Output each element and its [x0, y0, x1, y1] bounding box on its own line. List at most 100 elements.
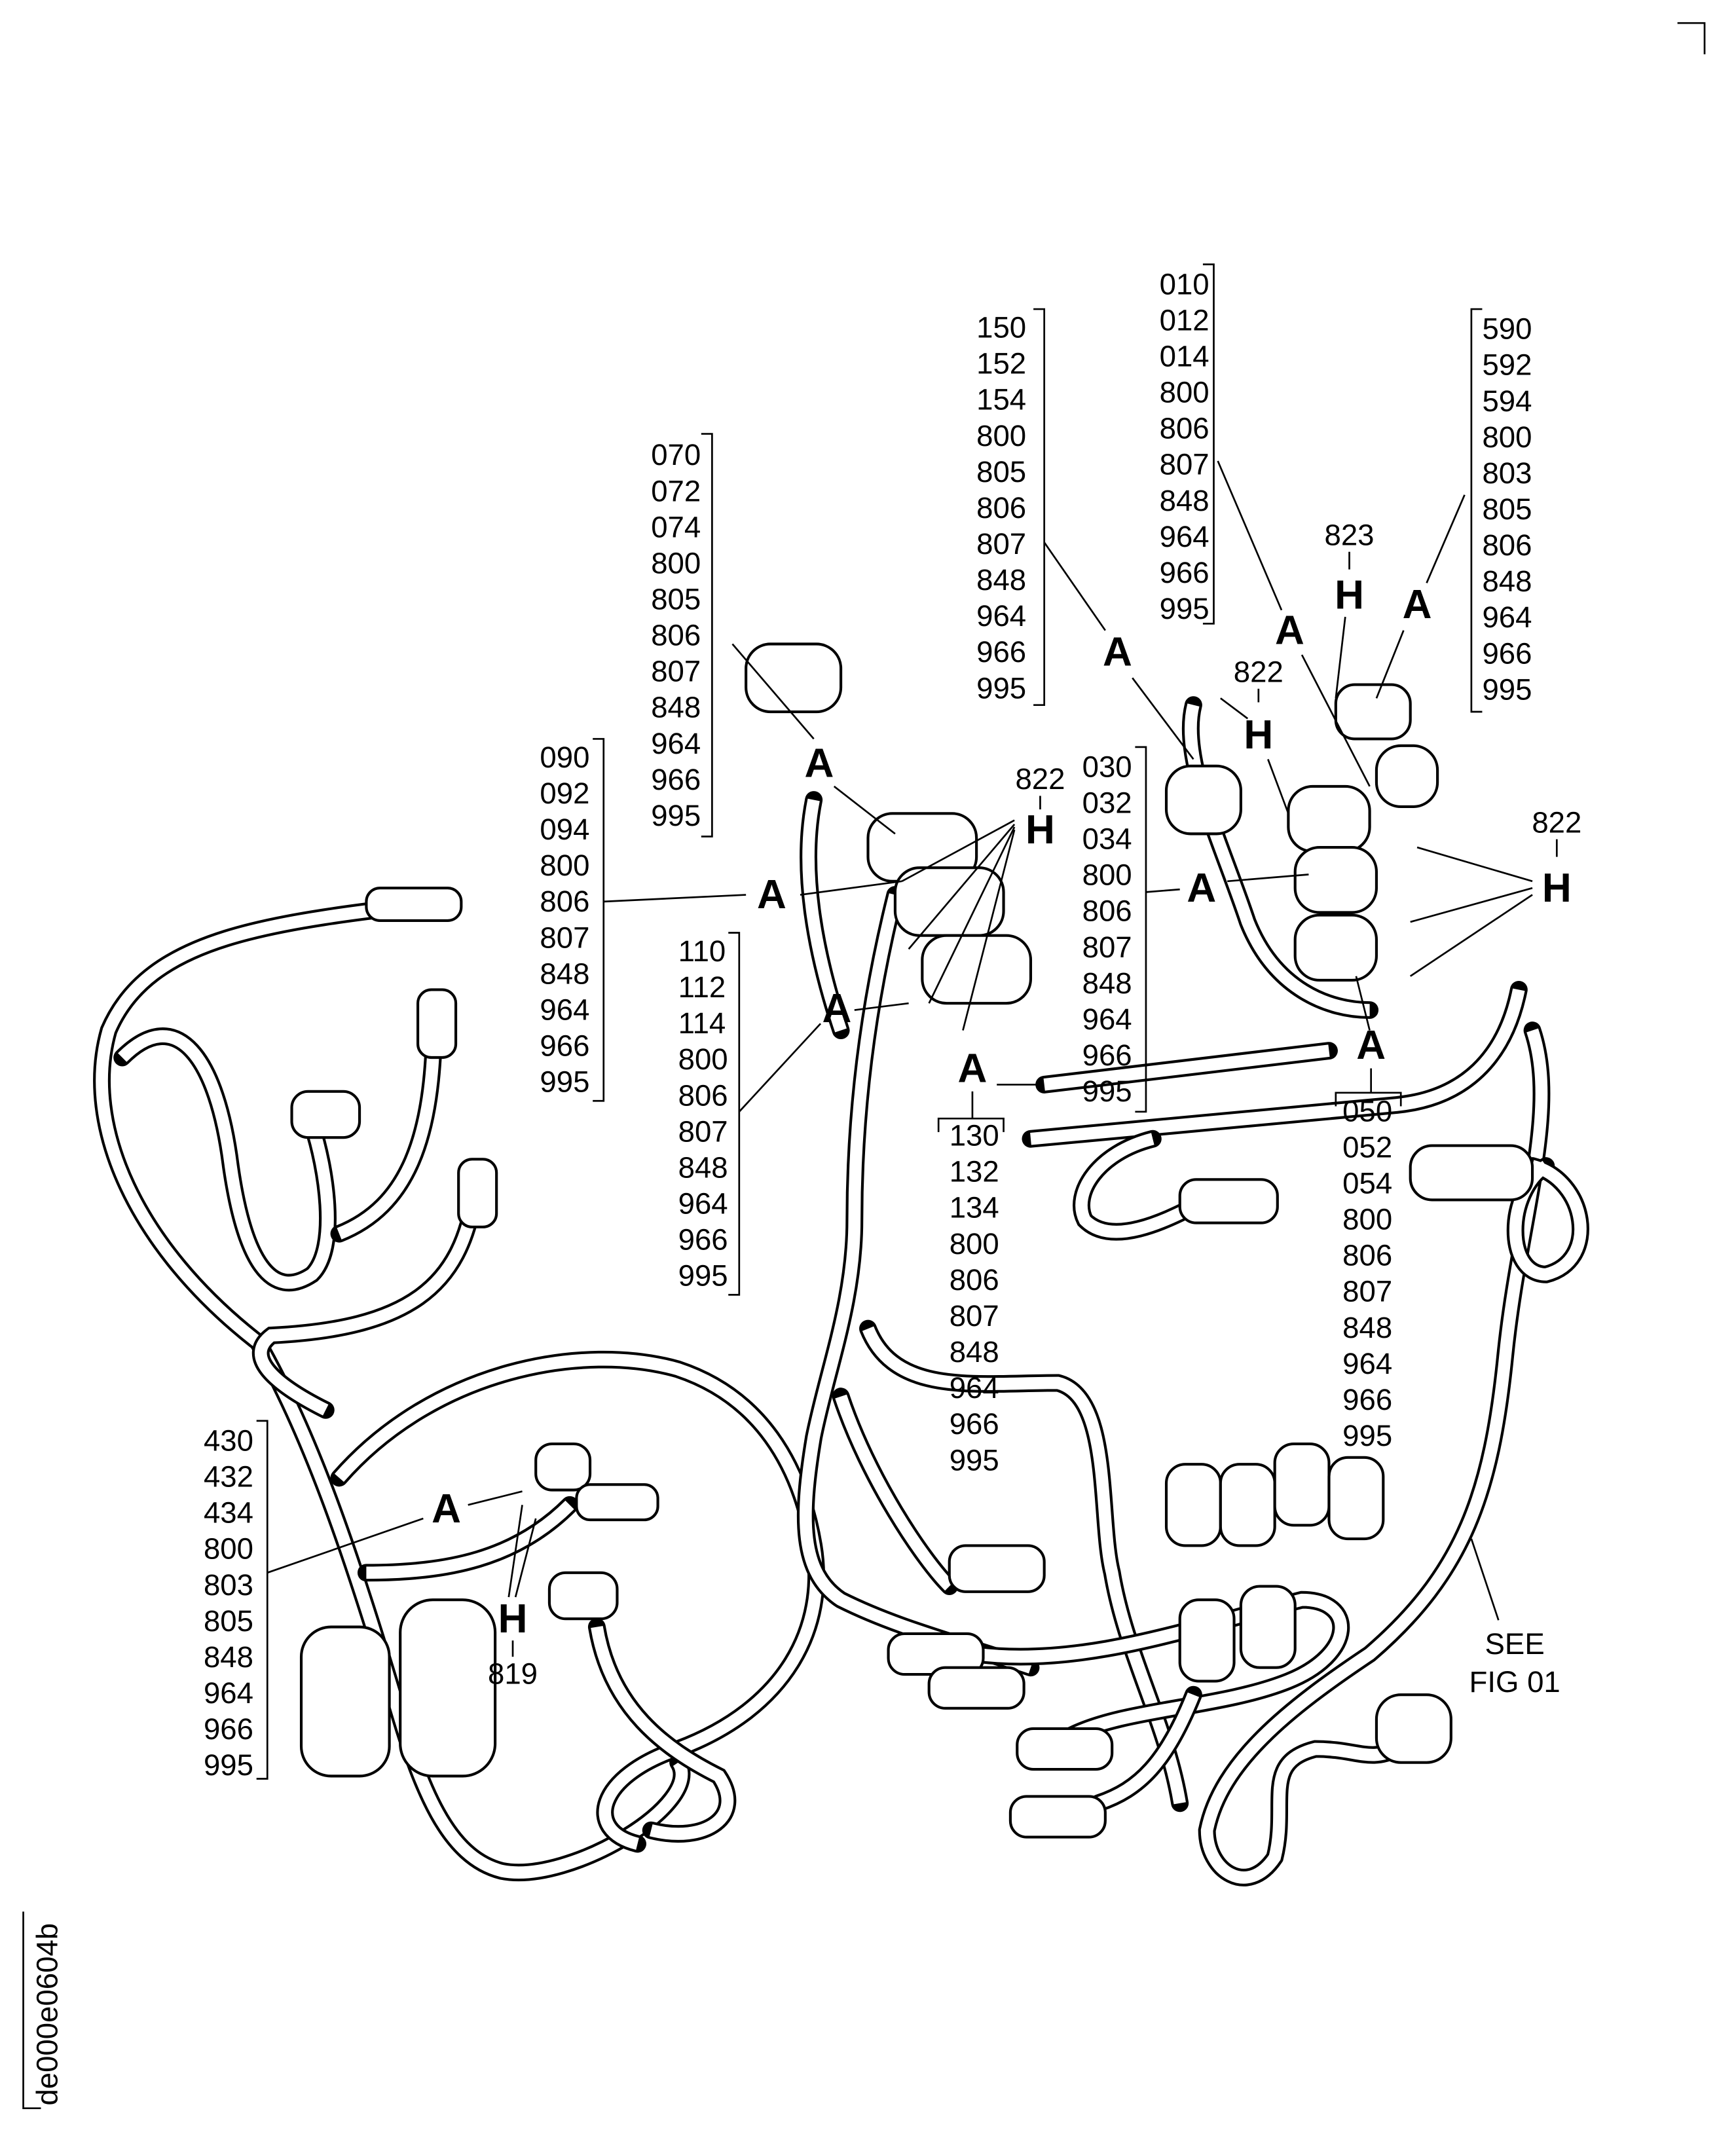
- part-number: 966: [1482, 636, 1532, 670]
- bracket: [1033, 308, 1046, 707]
- part-number: 995: [1082, 1075, 1132, 1108]
- h-ref-number: 822: [1532, 805, 1581, 839]
- part-number: 806: [950, 1263, 999, 1297]
- part-number: 806: [678, 1078, 728, 1112]
- leader-line: [1426, 494, 1466, 583]
- part-number: 114: [678, 1006, 726, 1040]
- part-number: 800: [1082, 858, 1132, 892]
- part-number: 800: [651, 546, 701, 579]
- part-number: 995: [204, 1748, 253, 1782]
- h-letter: H: [1335, 573, 1364, 618]
- callout-letter: A: [1275, 608, 1304, 653]
- leader-line: [854, 1002, 909, 1011]
- bracket: [256, 1420, 268, 1780]
- callout-letter: A: [1403, 582, 1432, 627]
- leader-line: [468, 1490, 523, 1506]
- callout-labels: 070072074800805806807848964966995A150152…: [204, 263, 1581, 1782]
- part-number: 966: [540, 1029, 589, 1063]
- h-letter: H: [1542, 866, 1572, 911]
- h-letter: H: [1244, 712, 1273, 758]
- figure-code: de000e0604b: [22, 1911, 64, 2110]
- callout-letter: A: [958, 1046, 988, 1091]
- part-number: 807: [950, 1299, 999, 1333]
- part-number: 070: [651, 438, 701, 471]
- part-number: 966: [678, 1223, 728, 1257]
- part-number: 848: [950, 1335, 999, 1369]
- part-number: 052: [1342, 1130, 1392, 1164]
- part-number: 590: [1482, 312, 1532, 346]
- part-number: 848: [1082, 966, 1132, 1000]
- part-number: 806: [651, 619, 701, 652]
- part-number: 964: [540, 993, 589, 1026]
- leader-line: [1267, 759, 1289, 814]
- leader-line: [1132, 677, 1194, 760]
- part-number: 800: [950, 1227, 999, 1260]
- part-number: 132: [950, 1155, 999, 1188]
- leader-line: [928, 826, 1016, 1004]
- part-number: 152: [976, 347, 1026, 380]
- leader-line: [1301, 654, 1371, 787]
- part-number: 848: [1482, 564, 1532, 598]
- part-number: 800: [1482, 420, 1532, 454]
- part-number: 964: [976, 599, 1026, 633]
- part-number: 032: [1082, 786, 1132, 819]
- part-number: 966: [1160, 556, 1210, 589]
- leader-line: [514, 1518, 537, 1598]
- part-number: 805: [204, 1604, 253, 1638]
- part-number: 964: [950, 1371, 999, 1405]
- part-number: 966: [1342, 1383, 1392, 1416]
- leader-line: [508, 1505, 523, 1598]
- bracket: [728, 932, 741, 1296]
- part-number: 964: [1082, 1003, 1132, 1036]
- part-number: 995: [950, 1443, 999, 1477]
- leader-line: [1355, 976, 1371, 1031]
- part-number: 800: [1342, 1203, 1392, 1236]
- part-number: 800: [204, 1532, 253, 1566]
- part-number: 054: [1342, 1166, 1392, 1200]
- part-number: 592: [1482, 348, 1532, 382]
- part-number: 090: [540, 741, 589, 774]
- part-number: 800: [1160, 376, 1210, 409]
- part-number: 800: [678, 1042, 728, 1076]
- part-number: 964: [1160, 520, 1210, 553]
- part-number: 966: [950, 1407, 999, 1441]
- part-number: 803: [204, 1568, 253, 1602]
- part-number: 995: [540, 1065, 589, 1099]
- part-number: 803: [1482, 456, 1532, 490]
- part-number: 806: [976, 491, 1026, 524]
- leader-line: [738, 1023, 822, 1113]
- h-ref-number: 819: [488, 1657, 538, 1691]
- part-number: 806: [1160, 412, 1210, 445]
- part-number: 112: [678, 970, 726, 1004]
- callout-letter: A: [432, 1486, 461, 1532]
- harness-wires: [93, 696, 1589, 1886]
- callout-letter: A: [822, 986, 851, 1031]
- part-number: 995: [1160, 592, 1210, 625]
- leader-line: [1220, 697, 1249, 720]
- part-number: 432: [204, 1460, 253, 1494]
- part-number: 094: [540, 813, 589, 846]
- part-number: 072: [651, 474, 701, 507]
- part-number: 050: [1342, 1094, 1392, 1128]
- part-number: 964: [204, 1676, 253, 1710]
- h-ref-number: 823: [1325, 518, 1375, 551]
- part-number: 964: [651, 727, 701, 760]
- part-number: 430: [204, 1424, 253, 1457]
- part-number: 800: [540, 849, 589, 882]
- leader-line: [731, 643, 815, 740]
- leader-line: [1335, 616, 1346, 699]
- part-number: 012: [1160, 303, 1210, 337]
- part-number: 964: [678, 1187, 728, 1221]
- leader-line: [1217, 460, 1283, 611]
- bracket: [1202, 263, 1215, 625]
- leader-line: [603, 894, 747, 903]
- part-number: 807: [540, 921, 589, 954]
- part-number: 092: [540, 777, 589, 810]
